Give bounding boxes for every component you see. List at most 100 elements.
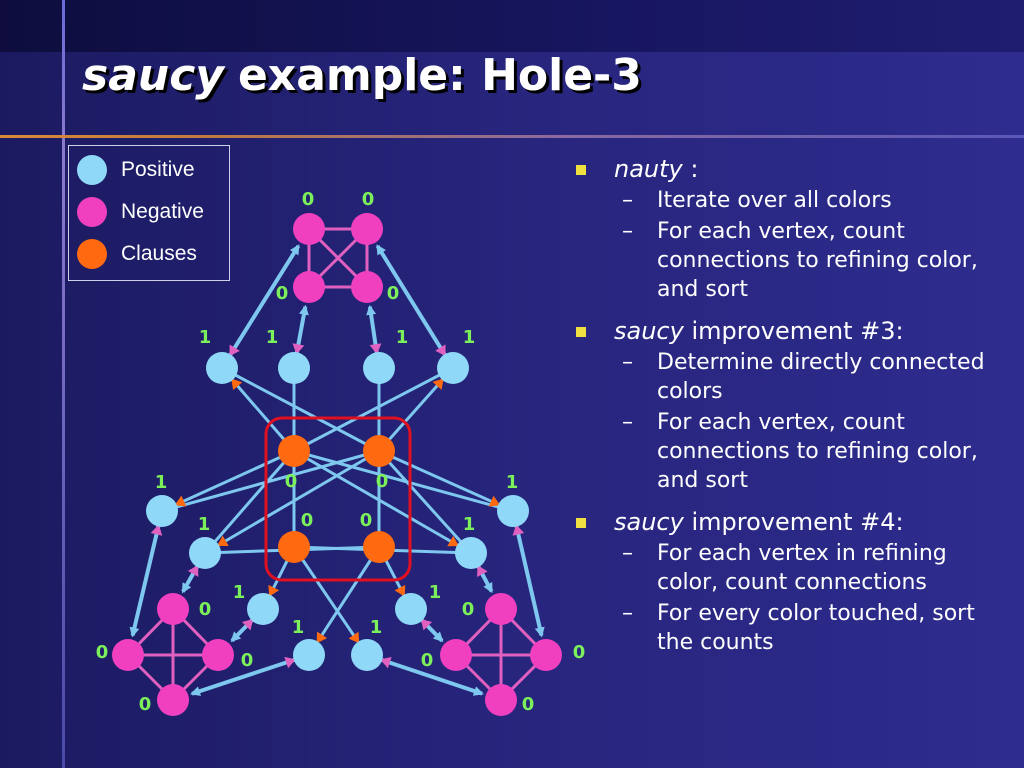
bullet-nauty: nauty : [574, 154, 1014, 184]
side-positive-label: 1 [198, 514, 211, 535]
sub-bullet: –Determine directly connected colors [622, 350, 985, 404]
side-positive-label: 1 [429, 582, 442, 603]
arrow-edge [379, 657, 484, 696]
bullet-saucy-3: saucy improvement #3: [574, 316, 1014, 346]
left-negative-label: 0 [96, 642, 109, 663]
top-negative-label: 0 [362, 189, 375, 210]
edge-tip-icon [432, 378, 444, 390]
clause-edge [204, 449, 380, 555]
clause-edge [293, 449, 514, 513]
bottom-positive-label: 1 [292, 617, 305, 638]
edge-tip-icon [420, 619, 433, 631]
right-negative-label: 0 [421, 650, 434, 671]
clause-swatch-icon [77, 239, 107, 269]
arrow-edge [129, 524, 161, 638]
clause-edge [161, 449, 295, 513]
positive-node [189, 537, 221, 569]
clause-edge [293, 366, 454, 453]
positive-node [497, 495, 529, 527]
clause-edge [377, 449, 473, 555]
negative-swatch-icon [77, 197, 107, 227]
arrow-edge [514, 524, 545, 638]
arrow-edge [227, 244, 301, 358]
edge-tip-icon [229, 344, 240, 357]
negative-node [293, 271, 325, 303]
edge-tip-icon [268, 584, 280, 597]
upper-positive-label: 1 [396, 327, 409, 348]
sub-bullet-text: For each vertex, count connections to re… [657, 410, 978, 493]
clause-label: 0 [285, 471, 298, 492]
left-negative-label: 0 [139, 694, 152, 715]
legend-negative: Negative [77, 195, 204, 229]
side-positive-label: 1 [463, 514, 476, 535]
edge-tip-icon [150, 524, 163, 536]
title-rest: example: Hole-3 [237, 50, 642, 101]
edge-tip-icon [187, 565, 199, 577]
sub-bullet-text: For each vertex, count connections to re… [657, 219, 978, 302]
negative-node [440, 639, 472, 671]
edge-tip-icon [394, 584, 406, 597]
negative-node [157, 593, 189, 625]
sub-bullet: –For each vertex, count connections to r… [622, 219, 978, 302]
clause-label: 0 [376, 471, 389, 492]
positive-node [363, 352, 395, 384]
arrow-edge [375, 244, 448, 358]
side-positive-label: 1 [506, 472, 519, 493]
sub-bullet: –For each vertex in refining color, coun… [622, 541, 947, 595]
side-positive-label: 1 [155, 472, 168, 493]
legend-positive: Positive [77, 153, 195, 187]
negative-node [293, 213, 325, 245]
decor-vertical-line [62, 0, 65, 768]
clique-edges-layer [126, 227, 548, 702]
positive-node [146, 495, 178, 527]
positive-node [455, 537, 487, 569]
bullet-italic: saucy [614, 508, 684, 536]
positive-node [395, 593, 427, 625]
bullet-square-icon [576, 327, 586, 337]
top-negative-label: 0 [302, 189, 315, 210]
edge-tip-icon [447, 535, 459, 547]
clause-label: 0 [360, 510, 373, 531]
negative-node [112, 639, 144, 671]
bullet-italic: nauty [614, 155, 683, 183]
sub-bullet: –For every color touched, sort the count… [622, 601, 975, 655]
edge-tip-icon [435, 344, 446, 357]
sub-bullet-text: Iterate over all colors [657, 188, 892, 213]
sub-bullet: –Iterate over all colors [622, 188, 892, 213]
edge-tip-icon [512, 524, 525, 536]
right-negative-label: 0 [462, 599, 475, 620]
edge-tip-icon [231, 378, 243, 391]
legend-label: Clauses [121, 242, 197, 265]
clause-edge [378, 449, 514, 513]
upper-positive-label: 1 [266, 327, 279, 348]
edge-tip-icon [241, 619, 254, 631]
clause-node [278, 531, 310, 563]
bullet-square-icon [576, 518, 586, 528]
negative-node [485, 593, 517, 625]
positive-swatch-icon [77, 155, 107, 185]
title-band [0, 0, 1024, 52]
edge-tip-icon [477, 565, 488, 577]
edge-tip-icon [284, 656, 296, 669]
negative-node [485, 684, 517, 716]
negative-node [202, 639, 234, 671]
bullet-text: improvement #4: [683, 508, 904, 536]
clause-node [278, 435, 310, 467]
bullet-text: improvement #3: [683, 317, 904, 345]
edge-tip-icon [174, 495, 187, 507]
sub-bullet-text: For every color touched, sort the counts [657, 601, 975, 655]
decor-horizontal-line [0, 135, 1024, 138]
clause-edge [203, 450, 296, 554]
edge-tip-icon [369, 343, 382, 355]
edge-tip-icon [348, 631, 360, 644]
nodes-layer [112, 213, 562, 716]
edges-layer [129, 244, 545, 696]
top-negative-label: 0 [276, 283, 289, 304]
edge-tip-icon [316, 631, 328, 644]
bullet-text: : [682, 155, 699, 183]
arrow-tips-layer [150, 343, 525, 669]
left-negative-label: 0 [241, 650, 254, 671]
right-negative-label: 0 [522, 694, 535, 715]
